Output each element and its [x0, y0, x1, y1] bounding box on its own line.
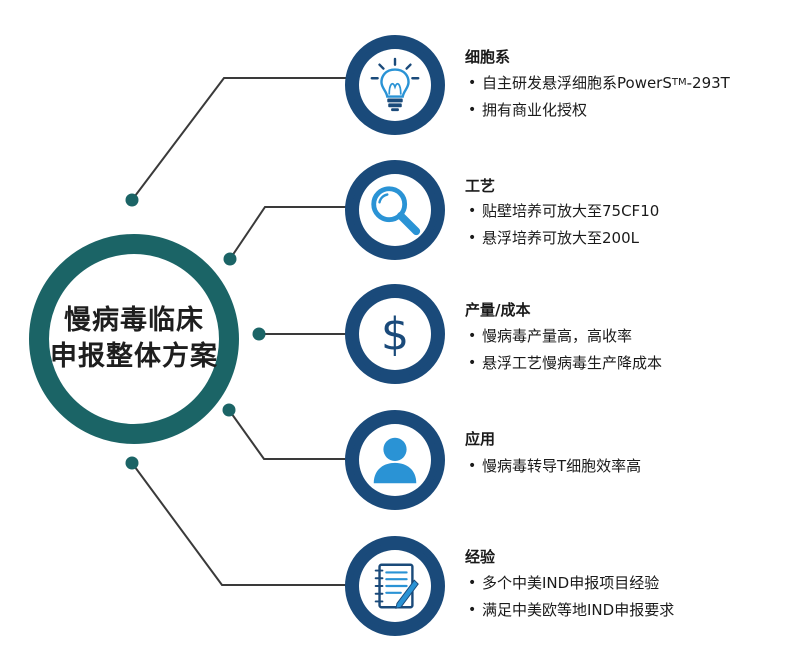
node-process [345, 160, 445, 260]
connector-5 [131, 462, 348, 586]
bullet-dot: • [468, 574, 477, 591]
section-title-cell-line: 细胞系 [465, 48, 511, 66]
bullet-dot: • [468, 327, 477, 344]
center-title-line-2: 申报整体方案 [50, 341, 218, 372]
node-cell-line [345, 35, 445, 135]
section-title-process: 工艺 [465, 177, 496, 195]
bullet-yield-cost-1: • 慢病毒产量高，高收率 [468, 327, 633, 345]
user-icon [373, 437, 417, 484]
bullet-dot: • [468, 354, 477, 371]
connector-2 [229, 206, 348, 260]
lightbulb-icon [370, 57, 420, 112]
node-experience [345, 536, 445, 636]
magnifier-icon [371, 186, 421, 236]
connector-dot-4 [222, 403, 236, 417]
bullet-application-1: • 慢病毒转导T细胞效率高 [468, 457, 642, 475]
connector-dot-1 [125, 193, 139, 207]
bullet-process-1: • 贴壁培养可放大至75CF10 [468, 202, 660, 220]
center-hub: 慢病毒临床 申报整体方案 [29, 234, 239, 444]
bullet-experience-2: • 满足中美欧等地IND申报要求 [468, 601, 675, 619]
connector-dot-3 [252, 327, 266, 341]
bullet-dot: • [468, 229, 477, 246]
dollar-icon: $ [381, 309, 409, 360]
node-application [345, 410, 445, 510]
connector-dot-2 [223, 252, 237, 266]
trademark-mark: TM [671, 77, 687, 88]
bullet-dot: • [468, 202, 477, 219]
bullet-dot: • [468, 74, 477, 91]
section-title-application: 应用 [465, 430, 496, 448]
bullet-cell-line-2: • 拥有商业化授权 [468, 101, 588, 119]
svg-text:$: $ [381, 309, 409, 360]
connector-1 [131, 77, 348, 201]
bullet-yield-cost-2: • 悬浮工艺慢病毒生产降成本 [468, 354, 663, 372]
bullet-process-2: • 悬浮培养可放大至200L [468, 229, 639, 247]
bullet-dot: • [468, 457, 477, 474]
bullet-dot: • [468, 101, 477, 118]
bullet-experience-1: • 多个中美IND申报项目经验 [468, 574, 660, 592]
section-title-experience: 经验 [465, 548, 496, 566]
notepad-icon [374, 563, 419, 609]
center-title-line-1: 慢病毒临床 [64, 305, 204, 336]
bullet-dot: • [468, 601, 477, 618]
connector-4 [228, 409, 348, 460]
connector-dot-5 [125, 456, 139, 470]
node-yield-cost: $ [345, 284, 445, 384]
section-title-yield-cost: 产量/成本 [465, 301, 531, 319]
